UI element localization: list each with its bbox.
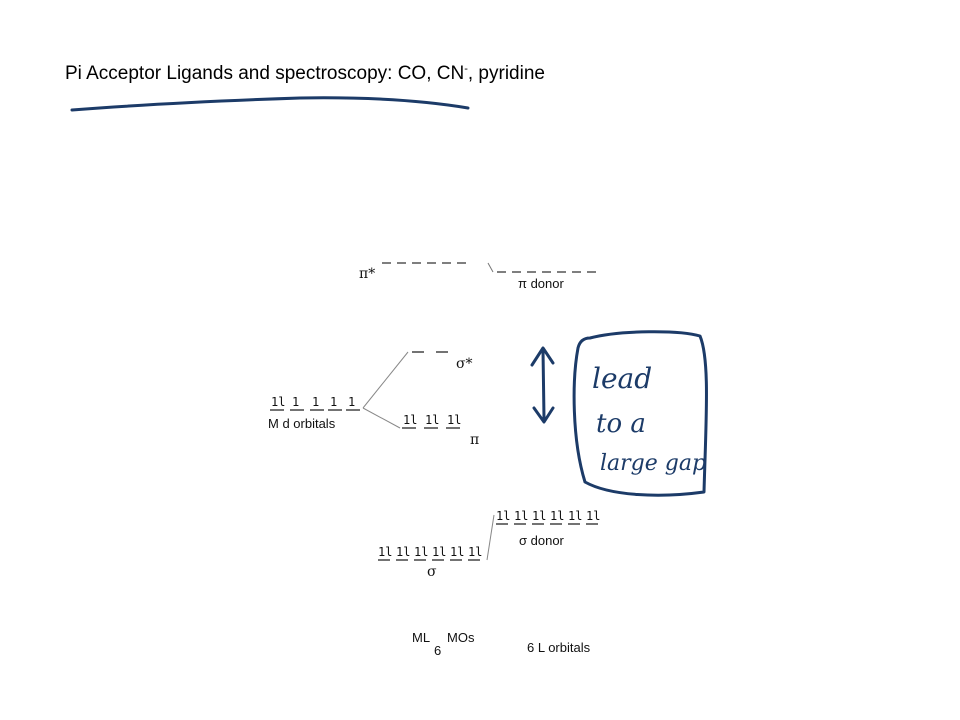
slide-title: Pi Acceptor Ligands and spectroscopy: CO… — [65, 63, 545, 85]
pi-spin-1: 1l — [403, 413, 417, 427]
d-spin-1: 1l — [271, 395, 285, 409]
sigma-star-label: σ* — [456, 356, 473, 372]
ml6-suffix: MOs — [447, 630, 475, 645]
double-arrow-icon — [530, 346, 555, 424]
pi-spin-3: 1l — [447, 413, 461, 427]
d-spin-3: 1 — [312, 395, 319, 409]
annotation-line-2: to a — [596, 409, 646, 439]
sd-spin-3: 1l — [532, 509, 546, 523]
s-spin-1: 1l — [378, 545, 392, 559]
sd-spin-5: 1l — [568, 509, 582, 523]
sd-spin-2: 1l — [514, 509, 528, 523]
pi-label: π — [470, 432, 479, 448]
d-split-connectors — [362, 351, 409, 429]
pi-donor-label: π donor — [518, 276, 565, 291]
pi-star-label: π* — [359, 266, 375, 282]
title-main: Pi Acceptor Ligands and spectroscopy: CO… — [65, 63, 465, 84]
sigma-label: σ — [427, 564, 437, 580]
s-spin-6: 1l — [468, 545, 482, 559]
d-spin-5: 1 — [348, 395, 355, 409]
sigma-connector — [486, 514, 495, 561]
d-spin-2: 1 — [292, 395, 299, 409]
ligand-orbitals-label: 6 L orbitals — [527, 640, 591, 655]
d-spin-4: 1 — [330, 395, 337, 409]
ml6-prefix: ML — [412, 630, 430, 645]
annotation-line-1: lead — [592, 362, 652, 395]
annotation-line-3: large gap — [600, 451, 706, 476]
s-spin-2: 1l — [396, 545, 410, 559]
m-d-orbitals-label: M d orbitals — [268, 416, 336, 431]
title-end: , pyridine — [467, 63, 545, 84]
ml6-subscript: 6 — [434, 643, 441, 658]
pi-spin-2: 1l — [425, 413, 439, 427]
s-spin-4: 1l — [432, 545, 446, 559]
title-charge: - — [464, 63, 468, 75]
sigma-donor-label: σ donor — [519, 533, 565, 548]
handwritten-box — [572, 330, 708, 497]
sd-spin-6: 1l — [586, 509, 600, 523]
s-spin-5: 1l — [450, 545, 464, 559]
sd-spin-1: 1l — [496, 509, 510, 523]
pi-star-levels — [382, 262, 600, 273]
sd-spin-4: 1l — [550, 509, 564, 523]
handwritten-underline — [70, 96, 470, 112]
s-spin-3: 1l — [414, 545, 428, 559]
